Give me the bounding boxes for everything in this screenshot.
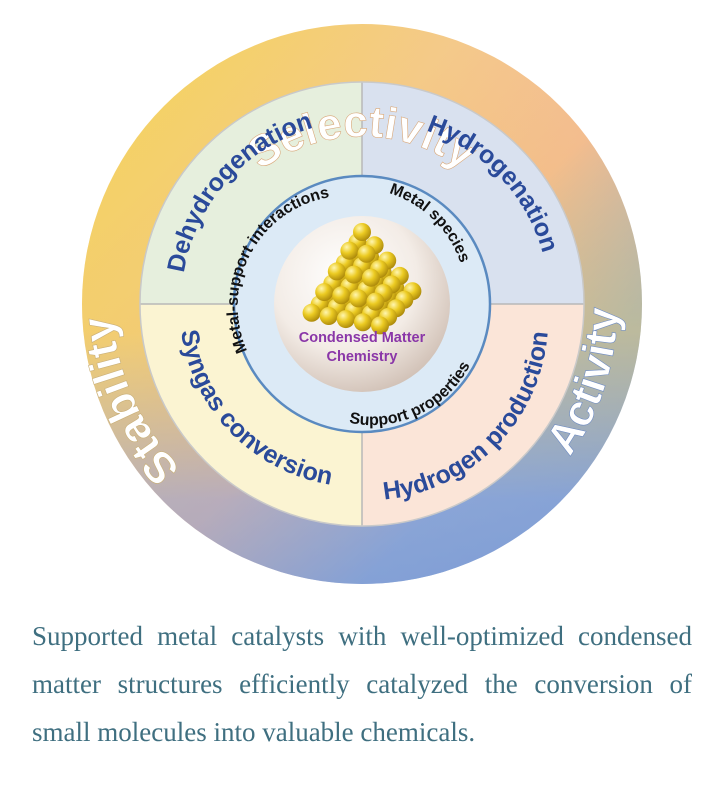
gold-atom bbox=[340, 241, 359, 260]
gold-atom bbox=[332, 286, 351, 305]
figure-caption: Supported metal catalysts with well-opti… bbox=[32, 621, 692, 747]
gold-nanoparticle-cluster bbox=[302, 223, 422, 335]
catalysis-diagram: Condensed Matter Chemistry Selectivity S… bbox=[73, 24, 642, 584]
core-label-line1: Condensed Matter bbox=[299, 330, 426, 346]
gold-atom bbox=[353, 223, 371, 241]
gold-atom bbox=[327, 262, 346, 281]
gold-atom bbox=[302, 303, 321, 322]
gold-atom bbox=[336, 310, 355, 329]
gold-atom bbox=[315, 283, 334, 302]
gold-atom bbox=[344, 265, 363, 284]
gold-atom bbox=[357, 244, 376, 263]
gold-atom bbox=[362, 268, 380, 287]
core-label-line2: Chemistry bbox=[327, 349, 398, 365]
gold-atom bbox=[366, 292, 385, 311]
gold-atom bbox=[353, 313, 372, 332]
gold-atom bbox=[349, 289, 368, 308]
gold-atom bbox=[319, 307, 338, 325]
quadrant-border bbox=[139, 81, 585, 527]
gold-atom bbox=[371, 316, 389, 335]
